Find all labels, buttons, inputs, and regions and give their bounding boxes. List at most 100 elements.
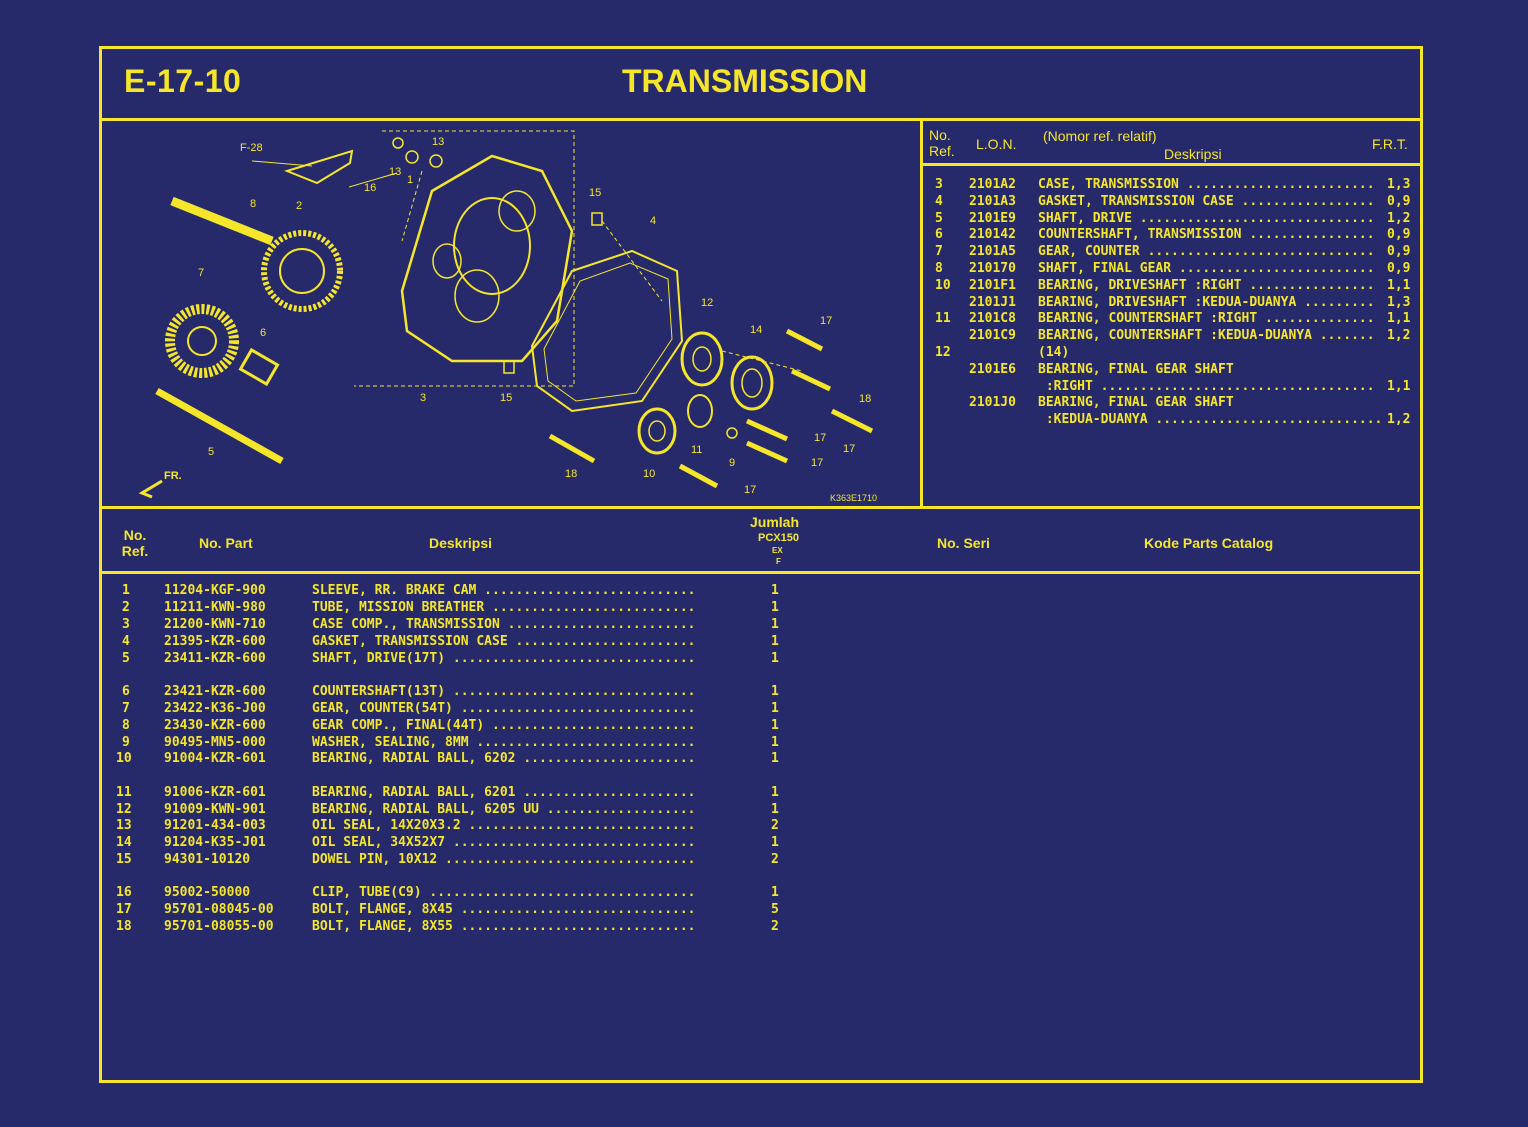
svg-text:F-28: F-28 bbox=[240, 142, 263, 154]
lon-code: 2101A2 bbox=[969, 177, 1016, 192]
part-qty: 1 bbox=[771, 835, 779, 851]
svg-text:13: 13 bbox=[432, 136, 444, 148]
part-desc: GASKET, TRANSMISSION CASE ..............… bbox=[312, 633, 696, 649]
lon-desc: BEARING, FINAL GEAR SHAFT bbox=[1038, 395, 1234, 411]
lon-desc: COUNTERSHAFT, TRANSMISSION .............… bbox=[1038, 227, 1375, 243]
part-ref: 6 bbox=[122, 683, 130, 699]
lon-desc: :KEDUA-DUANYA ..........................… bbox=[1038, 412, 1383, 428]
lon-desc: BEARING, DRIVESHAFT :RIGHT .............… bbox=[1038, 277, 1375, 293]
part-number: 91204-K35-J01 bbox=[164, 835, 266, 851]
svg-text:4: 4 bbox=[650, 215, 656, 227]
lon-row: :RIGHT .................................… bbox=[923, 379, 1423, 396]
parts-kode-header: Kode Parts Catalog bbox=[1144, 535, 1274, 551]
lon-header: L.O.N. bbox=[976, 136, 1017, 152]
lon-desc: SHAFT, FINAL GEAR ......................… bbox=[1038, 261, 1375, 276]
lon-frt: 1,1 bbox=[1387, 277, 1411, 293]
divider bbox=[923, 163, 1420, 166]
lon-row: 12(14) bbox=[923, 345, 1423, 362]
parts-row: 9 90495-MN5-000 WASHER, SEALING, 8MM .....… bbox=[102, 735, 802, 752]
lon-row: :KEDUA-DUANYA ..........................… bbox=[923, 412, 1423, 429]
parts-row: 8 23430-KZR-600 GEAR COMP., FINAL(44T) ...… bbox=[102, 718, 802, 735]
part-number: 23411-KZR-600 bbox=[164, 650, 266, 666]
part-number: 90495-MN5-000 bbox=[164, 734, 266, 750]
part-number: 23430-KZR-600 bbox=[164, 717, 266, 733]
part-desc: BOLT, FLANGE, 8X55 .....................… bbox=[312, 919, 696, 935]
part-desc: BOLT, FLANGE, 8X45 .....................… bbox=[312, 902, 696, 918]
svg-text:9: 9 bbox=[729, 457, 735, 469]
svg-text:11: 11 bbox=[691, 444, 702, 456]
lon-desc: GASKET, TRANSMISSION CASE ..............… bbox=[1038, 193, 1375, 209]
svg-text:6: 6 bbox=[260, 327, 266, 339]
svg-text:1: 1 bbox=[407, 174, 413, 186]
page-code: E-17-10 bbox=[124, 63, 242, 99]
part-desc: DOWEL PIN, 10X12 .......................… bbox=[312, 852, 696, 868]
svg-text:7: 7 bbox=[198, 267, 204, 279]
part-qty: 1 bbox=[771, 751, 779, 767]
lon-frt: 1,3 bbox=[1387, 294, 1411, 310]
part-ref: 1 bbox=[122, 583, 130, 598]
part-number: 91006-KZR-601 bbox=[164, 784, 266, 800]
svg-text:13: 13 bbox=[389, 166, 401, 178]
parts-ex-header: EX bbox=[772, 546, 783, 555]
part-number: 95701-08045-00 bbox=[164, 902, 274, 918]
part-desc: BEARING, RADIAL BALL, 6202 .............… bbox=[312, 751, 696, 767]
part-number: 11204-KGF-900 bbox=[164, 583, 266, 598]
part-number: 91004-KZR-601 bbox=[164, 751, 266, 767]
svg-text:FR.: FR. bbox=[164, 470, 182, 482]
part-desc: SHAFT, DRIVE(17T) ......................… bbox=[312, 650, 696, 666]
svg-text:2: 2 bbox=[296, 200, 302, 212]
lon-ref: 11 bbox=[935, 311, 951, 327]
part-ref: 9 bbox=[122, 734, 130, 750]
part-number: 21395-KZR-600 bbox=[164, 633, 266, 649]
part-desc: WASHER, SEALING, 8MM ...................… bbox=[312, 734, 696, 750]
svg-text:15: 15 bbox=[589, 187, 601, 199]
part-qty: 1 bbox=[771, 784, 779, 800]
lon-frt: 0,9 bbox=[1387, 244, 1411, 260]
part-qty: 1 bbox=[771, 616, 779, 632]
svg-text:14: 14 bbox=[750, 324, 762, 336]
lon-desc: :RIGHT .................................… bbox=[1038, 378, 1375, 394]
part-desc: CASE COMP., TRANSMISSION ...............… bbox=[312, 616, 696, 632]
lon-desc: (14) bbox=[1038, 345, 1070, 360]
part-ref: 18 bbox=[116, 919, 132, 935]
part-ref: 17 bbox=[116, 902, 132, 918]
part-qty: 1 bbox=[771, 734, 779, 750]
svg-text:15: 15 bbox=[500, 392, 512, 404]
lon-ref: 8 bbox=[935, 261, 943, 276]
part-number: 91009-KWN-901 bbox=[164, 801, 266, 817]
catalog-frame: E-17-10 TRANSMISSION bbox=[99, 46, 1423, 1083]
part-ref: 8 bbox=[122, 717, 130, 733]
svg-text:10: 10 bbox=[643, 468, 655, 480]
parts-f-header: F bbox=[776, 557, 781, 566]
lon-frt: 0,9 bbox=[1387, 193, 1411, 209]
svg-text:17: 17 bbox=[843, 443, 855, 455]
lon-desc: BEARING, FINAL GEAR SHAFT bbox=[1038, 361, 1234, 377]
part-ref: 7 bbox=[122, 700, 130, 716]
lon-frt: 1,1 bbox=[1387, 378, 1411, 394]
part-desc: GEAR, COUNTER(54T) .....................… bbox=[312, 700, 696, 716]
svg-text:16: 16 bbox=[364, 182, 376, 194]
svg-text:17: 17 bbox=[814, 432, 826, 444]
parts-model-header: PCX150 bbox=[758, 532, 799, 544]
lon-desc: CASE, TRANSMISSION .....................… bbox=[1038, 177, 1375, 192]
svg-text:8: 8 bbox=[250, 198, 256, 210]
svg-text:3: 3 bbox=[420, 392, 426, 404]
part-desc: GEAR COMP., FINAL(44T) .................… bbox=[312, 717, 696, 733]
part-qty: 1 bbox=[771, 885, 779, 901]
part-desc: TUBE, MISSION BREATHER .................… bbox=[312, 599, 696, 615]
